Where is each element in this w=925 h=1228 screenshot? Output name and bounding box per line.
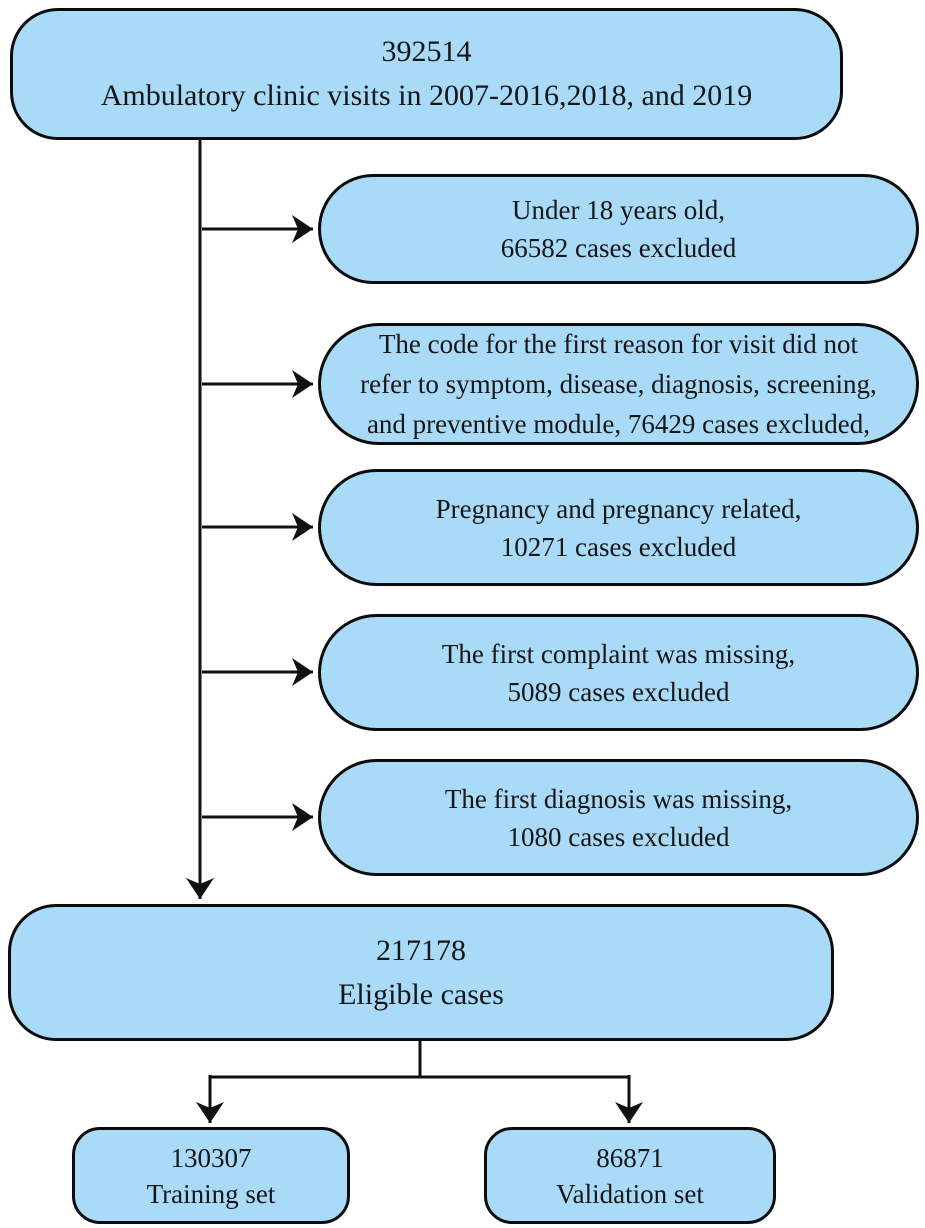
eligible-label: Eligible cases bbox=[338, 977, 504, 1011]
exclusion-visit-reason-code-node: The code for the first reason for visit … bbox=[318, 323, 919, 445]
exclusion-count: 1080 cases excluded bbox=[507, 821, 730, 852]
exclusion-pregnancy-node: Pregnancy and pregnancy related, 10271 c… bbox=[318, 469, 919, 586]
exclusion-missing-complaint-node: The first complaint was missing, 5089 ca… bbox=[318, 614, 919, 731]
exclusion-reason: Pregnancy and pregnancy related, bbox=[435, 493, 802, 524]
exclusion-count: 66582 cases excluded bbox=[500, 233, 737, 263]
validation-set-node: 86871 Validation set bbox=[484, 1127, 776, 1224]
exclusion-count: 5089 cases excluded bbox=[507, 676, 730, 707]
exclusion-missing-diagnosis-node: The first diagnosis was missing, 1080 ca… bbox=[318, 759, 919, 876]
validation-label: Validation set bbox=[556, 1178, 704, 1209]
training-set-node: 130307 Training set bbox=[72, 1127, 350, 1224]
validation-count: 86871 bbox=[596, 1142, 664, 1173]
training-label: Training set bbox=[146, 1178, 276, 1209]
source-label: Ambulatory clinic visits in 2007-2016,20… bbox=[100, 79, 753, 112]
exclusion-reason: The first complaint was missing, bbox=[441, 638, 796, 669]
exclusion-reason: The first diagnosis was missing, bbox=[444, 783, 793, 814]
exclusion-reason: refer to symptom, disease, diagnosis, sc… bbox=[360, 369, 877, 399]
exclusion-reason: The code for the first reason for visit … bbox=[378, 329, 859, 359]
exclusion-reason: Under 18 years old, bbox=[512, 195, 725, 225]
training-count: 130307 bbox=[170, 1142, 252, 1173]
exclusion-count: and preventive module, 76429 cases exclu… bbox=[366, 409, 871, 439]
source-count: 392514 bbox=[381, 35, 472, 68]
exclusion-count: 10271 cases excluded bbox=[500, 531, 737, 562]
eligible-count: 217178 bbox=[376, 933, 466, 967]
eligible-cases-node: 217178 Eligible cases bbox=[8, 904, 834, 1041]
source-node: 392514 Ambulatory clinic visits in 2007-… bbox=[10, 8, 843, 140]
exclusion-under-18-node: Under 18 years old, 66582 cases excluded bbox=[318, 174, 919, 284]
